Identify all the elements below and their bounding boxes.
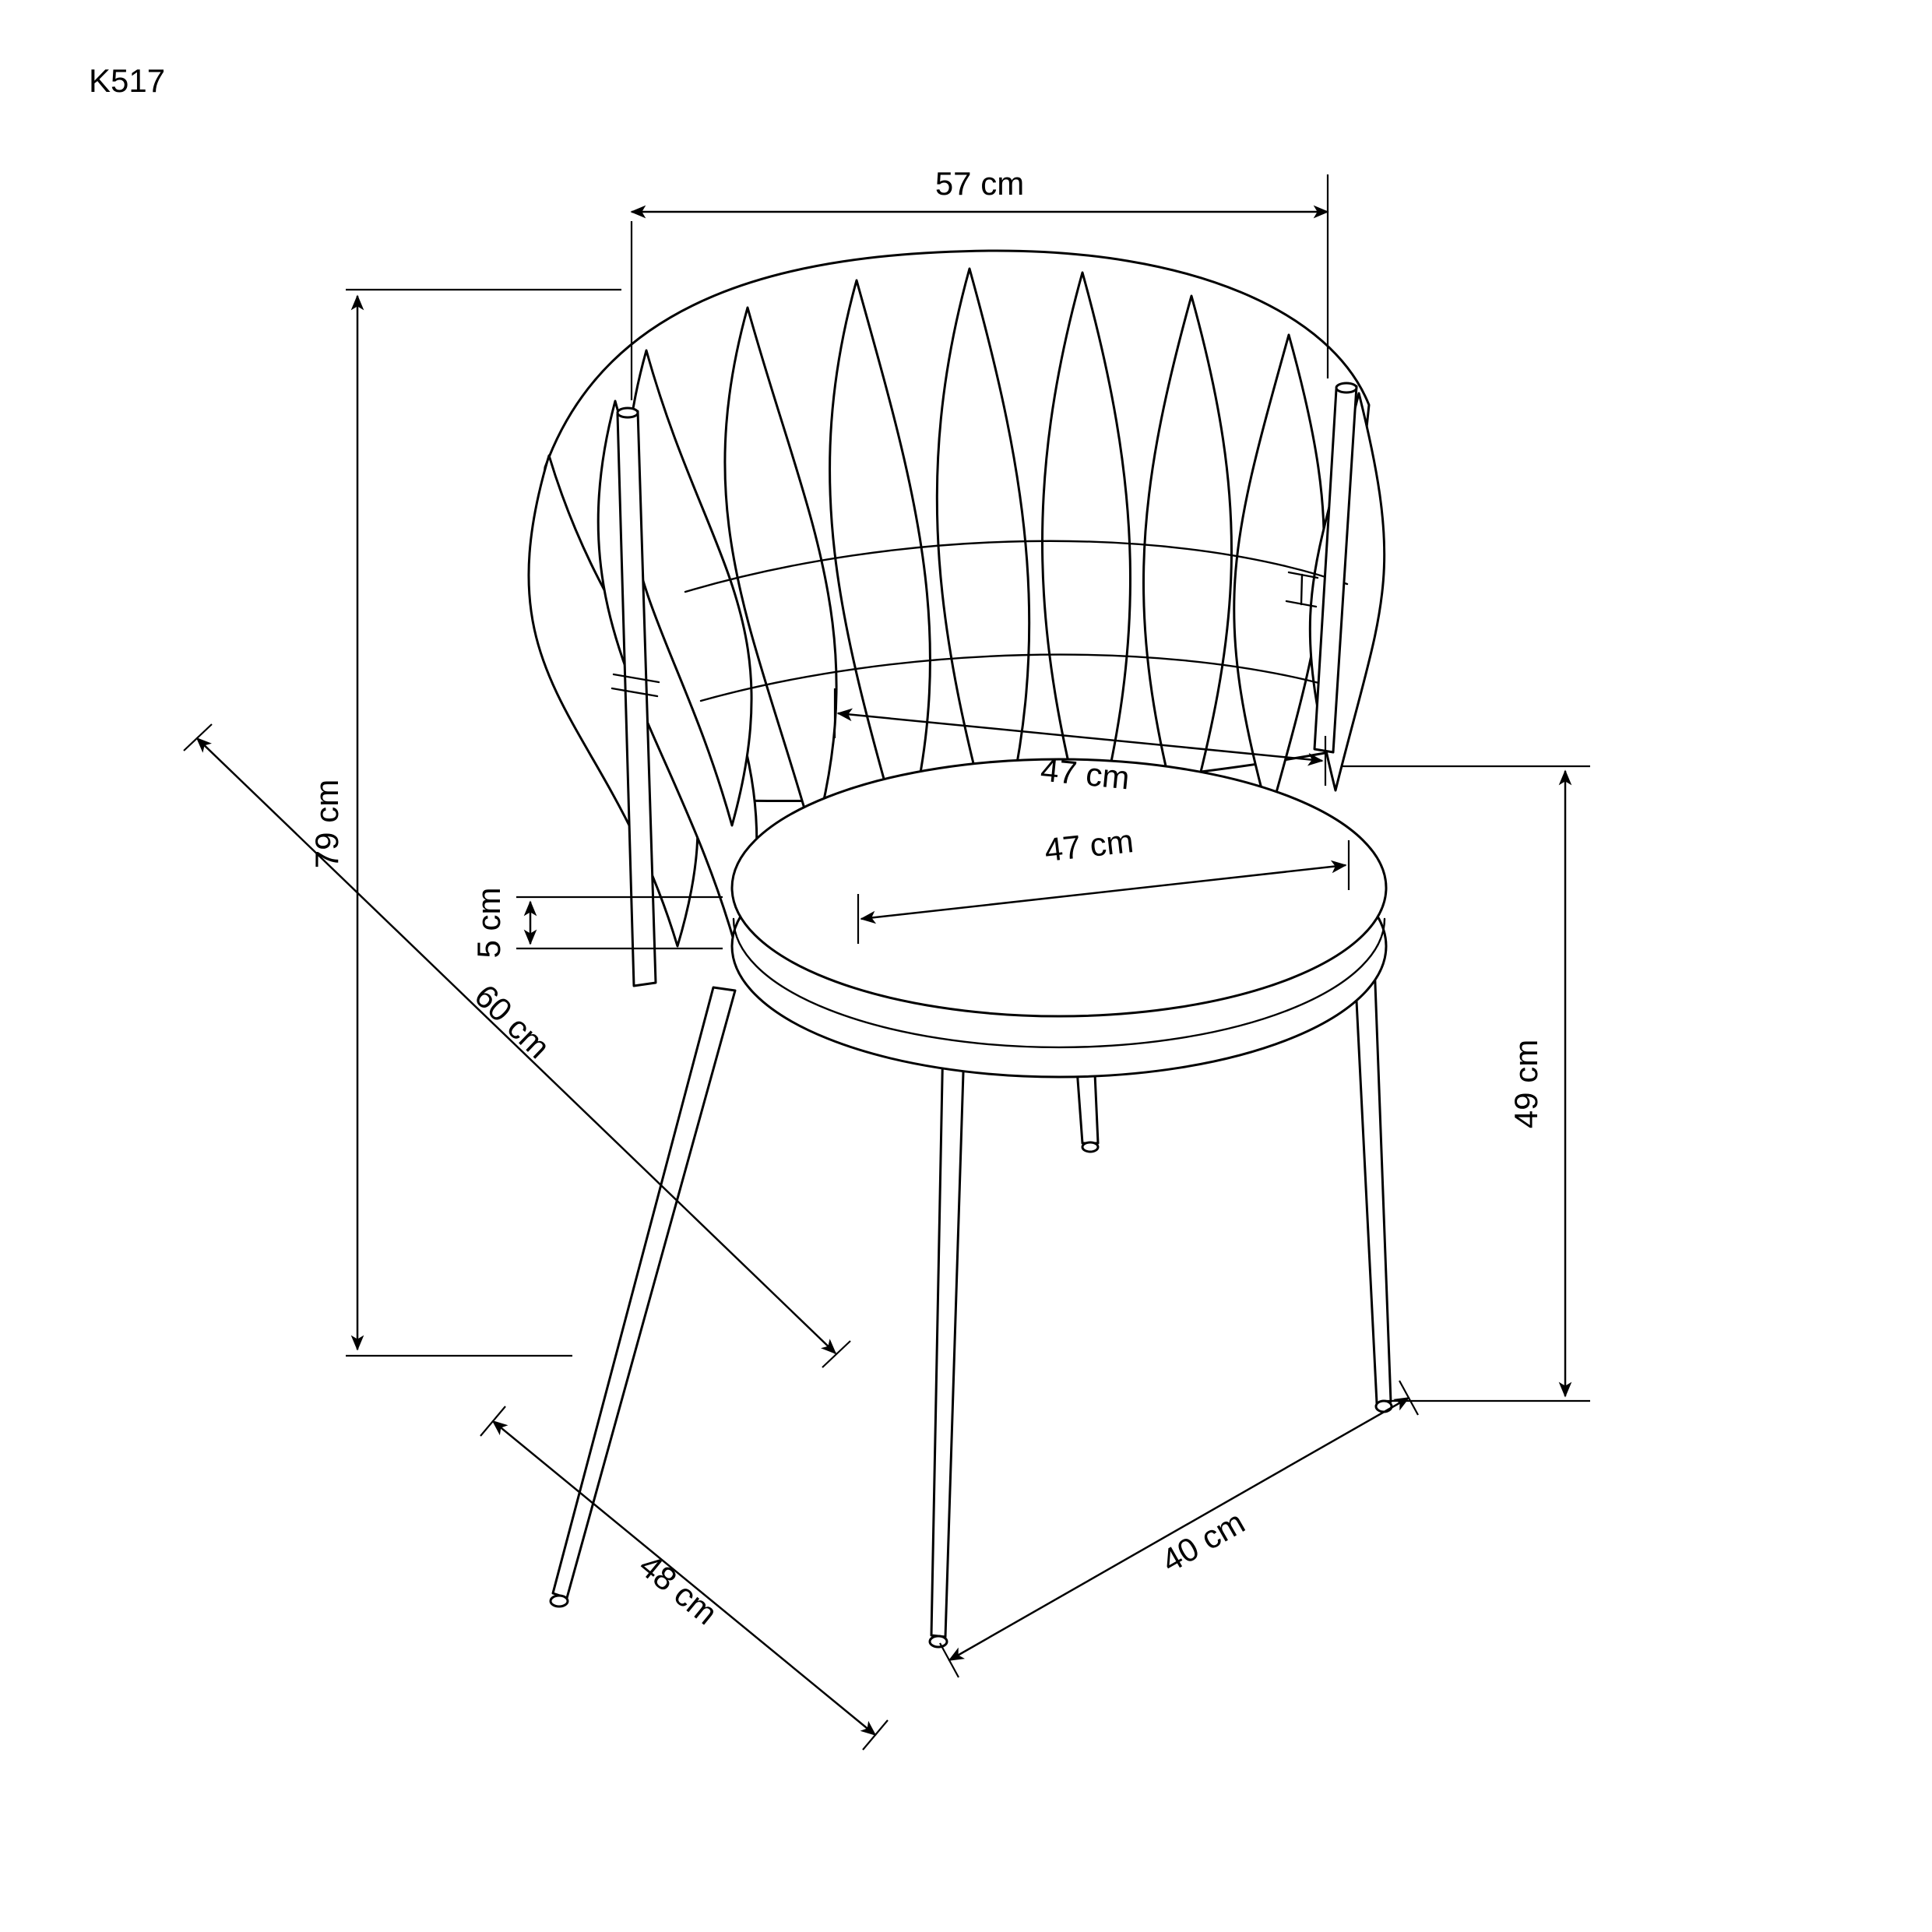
dim-seat-depth-arrow: [860, 860, 1347, 924]
dim-cushion-thickness-label: 5 cm: [470, 887, 507, 958]
dim-seat-width-label: 47 cm: [1039, 751, 1131, 797]
weave-strip: [625, 349, 753, 827]
weave-cross-line: [684, 540, 1349, 593]
model-code: K517: [89, 62, 166, 99]
weave-strip: [723, 306, 838, 843]
left-leg-foot: [549, 1594, 569, 1608]
front-leg: [930, 998, 967, 1638]
dim-side-leg-span: 40 cm: [939, 1380, 1419, 1678]
dim-overall-depth-label: 60 cm: [468, 977, 558, 1065]
right-leg-foot: [1374, 1399, 1393, 1413]
dim-side-leg-span-arrow: [948, 1396, 1410, 1662]
dim-overall-height-label: 79 cm: [308, 779, 345, 868]
left-post-cap: [616, 406, 639, 419]
dim-overall-depth-arrow: [195, 737, 837, 1355]
dim-front-leg-span-label: 48 cm: [632, 1547, 724, 1631]
dim-front-leg-span-arrow: [491, 1420, 877, 1737]
weave-strip: [1041, 271, 1131, 850]
backrest-weave: [527, 267, 1386, 963]
weave-cross-line: [699, 653, 1329, 702]
right-post-bracket: [1285, 571, 1319, 608]
dim-front-leg-span-tick-start: [480, 1406, 506, 1437]
dim-seat-width: 47 cm: [833, 688, 1327, 797]
right-leg: [1352, 938, 1392, 1405]
dim-front-leg-span-tick-end: [862, 1719, 889, 1751]
left-post-bracket: [611, 673, 660, 698]
dim-seat-width-arrow: [836, 708, 1324, 766]
dim-seat-height-label: 49 cm: [1508, 1040, 1544, 1128]
dim-overall-depth-tick-start: [183, 723, 213, 751]
right-post-cap: [1335, 382, 1358, 394]
dim-seat-height: 49 cm: [1341, 765, 1590, 1402]
front-leg-foot: [928, 1635, 948, 1649]
seat-top-cushion: [730, 758, 1388, 1018]
dim-side-leg-span-tick-end: [1399, 1380, 1419, 1416]
dim-overall-depth-tick-end: [822, 1340, 851, 1368]
dim-side-leg-span-tick-start: [939, 1642, 959, 1678]
weave-strip: [935, 267, 1031, 854]
dim-back-width-label: 57 cm: [935, 165, 1024, 202]
left-leg: [551, 986, 737, 1599]
dim-front-leg-span: 48 cm: [480, 1406, 889, 1751]
weave-strip: [1142, 294, 1233, 839]
seat: [730, 758, 1388, 1079]
dim-back-width: 57 cm: [630, 165, 1329, 400]
rear-leg-foot: [1081, 1141, 1100, 1153]
